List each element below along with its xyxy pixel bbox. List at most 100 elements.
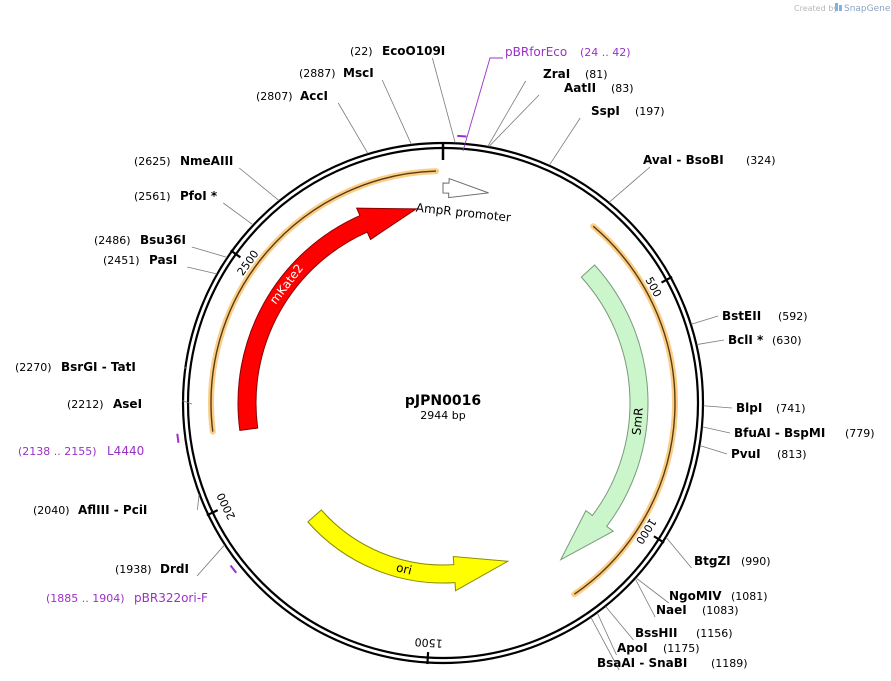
site-leader-line [548,117,581,166]
site-label-sspi: SspI [591,104,620,118]
site-pos: (1938) [115,563,152,576]
site-label-pfoi: PfoI * [180,189,218,203]
site-pos: (2887) [299,67,336,80]
site-pos: (2625) [134,155,171,168]
site-leader-line [187,266,217,275]
site-pos: (741) [776,402,806,415]
site-leader-line [238,167,280,201]
plasmid-length: 2944 bp [420,409,465,422]
site-label-bfuai-bspmi: BfuAI - BspMI [734,426,825,440]
primer-label-pbrforeco: pBRforEco [505,45,567,59]
site-label-bsteii: BstEII [722,309,761,323]
credit-brand: SnapGene [844,4,891,14]
site-pos: (2561) [134,190,171,203]
site-leader-line [487,80,526,147]
site-leader-line [634,578,656,618]
restriction-site-labels: (22) EcoO109I (2887) MscI (2807) AccI Zr… [15,44,875,670]
plasmid-title: pJPN0016 2944 bp [405,393,481,422]
primer-range-l4440: (2138 .. 2155) [18,445,97,458]
orf-arrows [208,168,678,598]
site-label-acci: AccI [300,89,328,103]
site-label-pasi: PasI [149,253,177,267]
site-leader-line [184,366,187,369]
primer-label-l4440: L4440 [107,444,144,458]
primer-range-pbr322ori-f: (1885 .. 1904) [46,592,125,605]
site-label-bsrgi-tati: BsrGI - TatI [61,360,136,374]
site-pos: (197) [635,105,665,118]
site-pos: (2212) [67,398,104,411]
site-leader-line [635,577,670,604]
site-label-afliii-pcii: AflIII - PciI [78,503,147,517]
site-label-bcli: BclI * [728,333,764,347]
site-label-blpi: BlpI [736,401,762,415]
site-pos: (779) [845,427,875,440]
site-pos: (592) [778,310,808,323]
primer-mark [229,564,238,574]
site-pos: (324) [746,154,776,167]
site-label-bsaai-snabi: BsaAI - SnaBI [597,656,687,670]
tick-mark [660,275,673,284]
site-leader-line [665,537,692,569]
site-leader-line [196,544,225,577]
site-leader-line [337,102,369,154]
feature-arrow-ori [307,509,510,592]
site-label-apoi: ApoI [617,641,648,655]
site-pos: (2270) [15,361,52,374]
site-leader-line [608,166,651,203]
tick-label: 2000 [214,491,238,522]
site-leader-line [596,612,617,656]
primer-leader [462,57,503,152]
plasmid-name: pJPN0016 [405,393,481,409]
site-label-msci: MscI [343,66,374,80]
tick-mark [426,651,430,665]
tick-mark [653,535,665,544]
site-pos: (813) [777,448,807,461]
site-leader-line [488,94,540,147]
site-leader-line [703,405,733,409]
primer-label-pbr322ori-f: pBR322ori-F [134,591,208,605]
tick-mark [230,249,242,259]
site-pos: (2040) [33,504,70,517]
site-label-ngomiv: NgoMIV [669,589,722,603]
site-label-bsshii: BssHII [635,626,677,640]
site-label-aatii: AatII [564,81,596,95]
feature-label-ori: ori [395,560,413,577]
features [237,177,649,592]
site-pos: (81) [585,68,608,81]
site-pos: (2451) [103,254,140,267]
site-leader-line [381,79,412,145]
site-pos: (630) [772,334,802,347]
feature-label-ampr-promoter: AmpR promoter [415,201,511,225]
credit-prefix: Created by [794,4,838,13]
primer-mark [457,134,467,138]
site-leader-line [223,202,254,226]
site-leader-line [699,445,728,455]
site-label-pvui: PvuI [731,447,761,461]
site-pos: (1081) [731,590,768,603]
site-label-zrai: ZraI [543,67,570,81]
site-leader-line [191,246,228,258]
site-leader-line [702,426,731,434]
site-pos: (1156) [696,627,733,640]
site-label-naei: NaeI [656,603,687,617]
site-label-asei: AseI [113,397,142,411]
orf-arrow-core [210,170,437,432]
site-leader-line [590,617,620,671]
site-leader-line [182,400,193,405]
primers [176,57,503,574]
site-leader-line [696,339,725,345]
site-pos: (1175) [663,642,700,655]
snapgene-logo-icon [835,3,842,11]
tick-label: 1500 [414,635,443,650]
orf-arrow-core [573,225,676,595]
primer-mark [176,433,180,443]
site-label-drdi: DrdI [160,562,189,576]
site-pos: (1083) [702,604,739,617]
site-leader-line [431,57,456,143]
primer-range-pbrforeco: (24 .. 42) [580,46,631,59]
site-pos: (2486) [94,234,131,247]
tick-mark [206,509,219,517]
site-label-bsu36i: Bsu36I [140,233,186,247]
site-pos: (83) [611,82,634,95]
snapgene-credit: Created by SnapGene [794,3,891,14]
